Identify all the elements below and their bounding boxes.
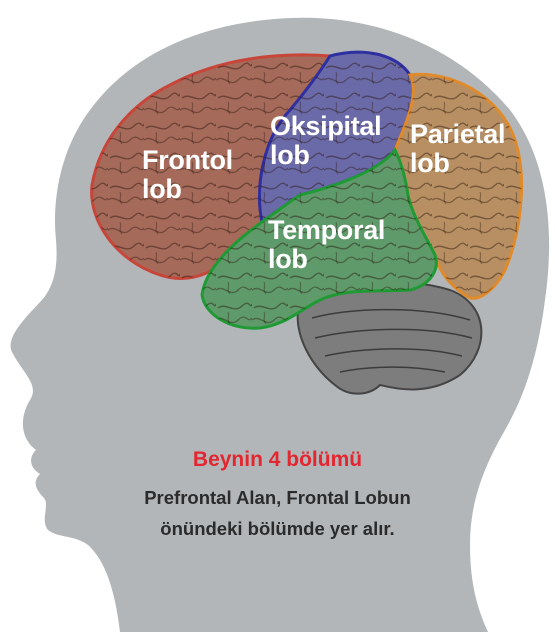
occipital-lobe-label: Oksipital lob (270, 112, 381, 170)
parietal-lobe-label-line2: lob (410, 149, 505, 178)
frontal-lobe-label-line2: lob (142, 175, 233, 204)
temporal-lobe-label-line1: Temporal (268, 216, 385, 245)
frontal-lobe-label-line1: Frontol (142, 146, 233, 175)
caption-title: Beynin 4 bölümü (0, 448, 555, 472)
caption-line-2: önündeki bölümde yer alır. (0, 518, 555, 540)
occipital-lobe-label-line2: lob (270, 141, 381, 170)
parietal-lobe-label: Parietal lob (410, 120, 505, 178)
caption-line-1: Prefrontal Alan, Frontal Lobun (0, 487, 555, 509)
temporal-lobe-label: Temporal lob (268, 216, 385, 274)
temporal-lobe-label-line2: lob (268, 245, 385, 274)
frontal-lobe-label: Frontol lob (142, 146, 233, 204)
parietal-lobe-label-line1: Parietal (410, 120, 505, 149)
occipital-lobe-label-line1: Oksipital (270, 112, 381, 141)
